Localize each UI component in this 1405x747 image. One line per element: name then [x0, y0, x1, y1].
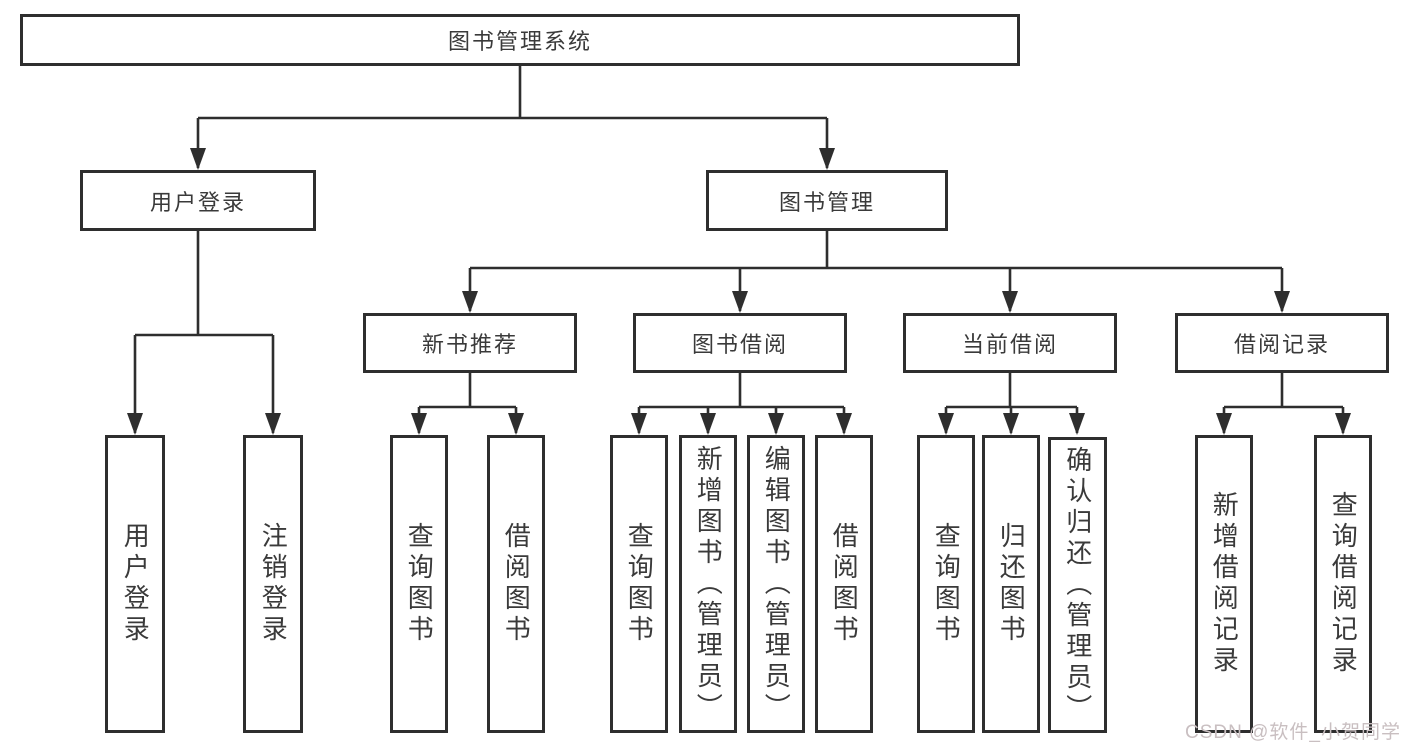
- leaf-bb-borrow-books: 借阅图书: [815, 435, 873, 733]
- node-label: 查询图书: [624, 522, 655, 646]
- node-book-borrowing: 图书借阅: [633, 313, 847, 373]
- node-label: 新增借阅记录: [1209, 491, 1240, 677]
- node-label: 图书借阅: [691, 332, 788, 357]
- leaf-nbr-borrow-books: 借阅图书: [487, 435, 545, 733]
- node-label: 注销登录: [258, 522, 289, 646]
- node-label: 新增图书（管理员）: [693, 444, 724, 724]
- leaf-logout: 注销登录: [243, 435, 303, 733]
- node-new-book-recommend: 新书推荐: [363, 313, 577, 373]
- node-label: 当前借阅: [961, 332, 1058, 357]
- node-label: 用户登录: [120, 522, 151, 646]
- node-label: 用户登录: [149, 189, 246, 215]
- node-label: 图书管理: [778, 189, 875, 215]
- leaf-cb-confirm-return-admin: 确认归还（管理员）: [1048, 437, 1107, 733]
- node-label: 图书管理系统: [447, 29, 592, 54]
- leaf-cb-return-books: 归还图书: [982, 435, 1040, 733]
- node-label: 确认归还（管理员）: [1062, 445, 1093, 725]
- node-book-management: 图书管理: [706, 170, 948, 231]
- node-label: 查询图书: [404, 522, 435, 646]
- node-label: 借阅记录: [1233, 332, 1330, 357]
- node-label: 归还图书: [996, 522, 1027, 646]
- leaf-bb-query-books: 查询图书: [610, 435, 668, 733]
- leaf-user-login: 用户登录: [105, 435, 165, 733]
- node-borrowing-records: 借阅记录: [1175, 313, 1389, 373]
- node-label: 借阅图书: [501, 522, 532, 646]
- node-label: 借阅图书: [829, 522, 860, 646]
- node-label: 新书推荐: [421, 332, 518, 357]
- node-label: 查询图书: [931, 522, 962, 646]
- node-current-borrowing: 当前借阅: [903, 313, 1117, 373]
- node-library-management-system: 图书管理系统: [20, 14, 1020, 66]
- node-label: 查询借阅记录: [1328, 491, 1359, 677]
- leaf-cb-query-books: 查询图书: [917, 435, 975, 733]
- node-user-login: 用户登录: [80, 170, 316, 231]
- leaf-bb-edit-books-admin: 编辑图书（管理员）: [747, 435, 805, 733]
- csdn-watermark: CSDN @软件_小贺同学: [1185, 722, 1401, 743]
- leaf-br-query-borrow-record: 查询借阅记录: [1314, 435, 1372, 733]
- leaf-br-add-borrow-record: 新增借阅记录: [1195, 435, 1253, 733]
- leaf-bb-add-books-admin: 新增图书（管理员）: [679, 435, 737, 733]
- node-label: 编辑图书（管理员）: [761, 444, 792, 724]
- leaf-nbr-query-books: 查询图书: [390, 435, 448, 733]
